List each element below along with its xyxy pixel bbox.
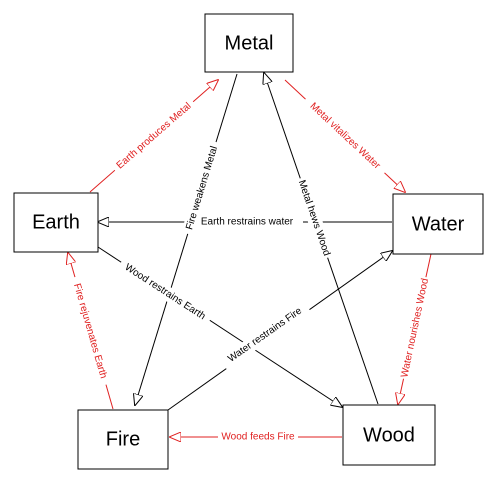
edge-label-water-nourishes-wood: Water nourishes Wood (397, 275, 433, 381)
svg-text:Fire rejuvenates Earth: Fire rejuvenates Earth (71, 282, 109, 380)
edge-label-fire-rejuvenates-earth: Fire rejuvenates Earth (67, 275, 113, 387)
node-water[interactable]: Water (392, 193, 484, 255)
svg-text:Metal vitalizes Water: Metal vitalizes Water (308, 101, 383, 172)
node-fire-label: Fire (106, 428, 140, 450)
svg-text:Wood restrains Earth: Wood restrains Earth (123, 262, 208, 322)
svg-text:Water nourishes Wood: Water nourishes Wood (399, 277, 431, 378)
node-metal-label: Metal (225, 32, 274, 54)
svg-text:Water restrains Fire: Water restrains Fire (226, 305, 304, 364)
svg-text:Earth produces Metal: Earth produces Metal (115, 101, 194, 172)
svg-text:Earth restrains water: Earth restrains water (201, 217, 294, 228)
edge-labels: Earth produces Metal Metal vitalizes Wat… (67, 94, 433, 444)
node-fire[interactable]: Fire (77, 409, 169, 470)
node-earth-label: Earth (32, 211, 80, 233)
node-metal[interactable]: Metal (204, 13, 294, 73)
node-earth[interactable]: Earth (13, 192, 99, 253)
node-water-box (392, 193, 484, 255)
edge-label-earth-produces-metal: Earth produces Metal (110, 96, 198, 176)
node-wood[interactable]: Wood (342, 404, 436, 466)
svg-text:Wood feeds Fire: Wood feeds Fire (221, 432, 295, 443)
edge-label-wood-feeds-fire: Wood feeds Fire (218, 430, 298, 444)
edge-lines (68, 73, 432, 437)
node-water-label: Water (412, 213, 465, 235)
edge-line-fire-weakens-metal (135, 73, 238, 405)
node-wood-box (342, 404, 436, 466)
node-fire-box (77, 409, 169, 470)
node-metal-box (204, 13, 294, 73)
node-wood-label: Wood (363, 424, 415, 446)
edge-label-earth-restrains-water: Earth restrains water (191, 215, 303, 229)
edge-label-metal-vitalizes-water: Metal vitalizes Water (300, 94, 390, 178)
node-earth-box (13, 192, 99, 253)
edge-label-wood-restrains-earth: Wood restrains Earth (116, 257, 214, 327)
nodes: Metal Water Wood Fire Earth (13, 13, 484, 470)
